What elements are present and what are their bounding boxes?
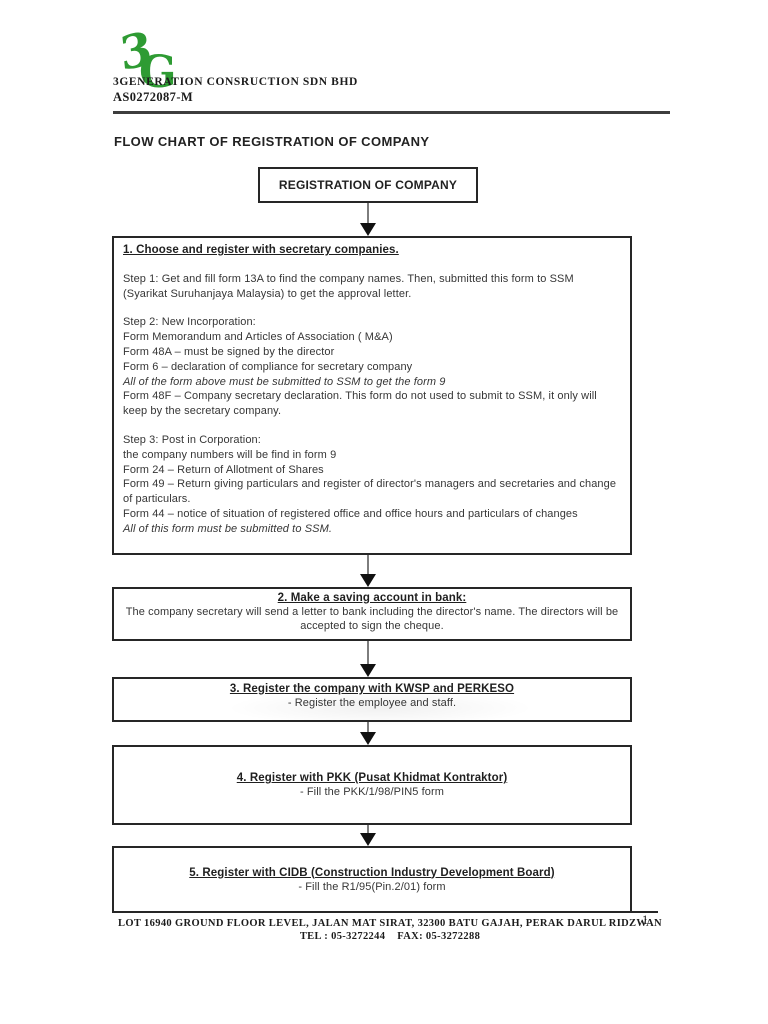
flowchart-step2-box: 2. Make a saving account in bank: The co… [112, 587, 632, 641]
company-registration-number: AS0272087-M [113, 90, 194, 104]
step1-paragraph: Step 1: Get and fill form 13A to find th… [123, 272, 574, 300]
logo-char-g: G [139, 47, 177, 98]
step2-line: Form 6 – declaration of compliance for s… [123, 360, 413, 373]
step3-heading: 3. Register the company with KWSP and PE… [229, 683, 515, 695]
flowchart-step4-box: 4. Register with PKK (Pusat Khidmat Kont… [112, 745, 632, 825]
arrow-down-icon [360, 664, 376, 677]
step2-line: Form 48F – Company secretary declaration… [123, 390, 597, 418]
flowchart-step1-box: 1. Choose and register with secretary co… [112, 236, 632, 555]
page-title: FLOW CHART OF REGISTRATION OF COMPANY [114, 134, 430, 149]
flow-connector-line [367, 203, 369, 223]
step4-heading: 4. Register with PKK (Pusat Khidmat Kont… [236, 772, 508, 784]
step2-body: The company secretary will send a letter… [125, 606, 619, 632]
flowchart-start-box: REGISTRATION OF COMPANY [258, 167, 478, 203]
step3-note-italic: All of this form must be submitted to SS… [123, 522, 332, 535]
step1-heading: 1. Choose and register with secretary co… [123, 244, 399, 256]
step3-body: - Register the employee and staff. [287, 697, 457, 709]
step5-heading: 5. Register with CIDB (Construction Indu… [189, 866, 555, 879]
flow-connector-line [367, 555, 369, 575]
step3-line: Form 44 – notice of situation of registe… [123, 507, 578, 520]
step5-body: - Fill the R1/95(Pin.2/01) form [298, 880, 446, 893]
step2-line: Form 48A – must be signed by the directo… [123, 345, 335, 358]
company-logo-3g-icon: 3 G [118, 21, 190, 104]
footer-tel-fax: TEL : 05-3272244 FAX: 05-3272288 [299, 931, 481, 942]
step3-line: Form 24 – Return of Allotment of Shares [123, 463, 324, 476]
arrow-down-icon [360, 732, 376, 745]
step4-body: - Fill the PKK/1/98/PIN5 form [299, 786, 445, 798]
arrow-down-icon [360, 223, 376, 236]
header-divider [113, 111, 670, 114]
flow-connector-line [367, 722, 369, 733]
step3-line: the company numbers will be find in form… [123, 448, 337, 461]
flowchart-step5-box: 5. Register with CIDB (Construction Indu… [112, 846, 632, 913]
page-footer: LOT 16940 GROUND FLOOR LEVEL, JALAN MAT … [34, 917, 746, 943]
footer-address: LOT 16940 GROUND FLOOR LEVEL, JALAN MAT … [118, 918, 662, 929]
flowchart-step3-box: 3. Register the company with KWSP and PE… [112, 677, 632, 722]
footer-rule-extension [632, 911, 658, 913]
flow-connector-line [367, 825, 369, 834]
step3-line: Form 49 – Return giving particulars and … [123, 478, 617, 506]
step3-label: Step 3: Post in Corporation: [123, 433, 261, 446]
flow-connector-line [367, 641, 369, 665]
company-name: 3GENERATION CONSRUCTION SDN BHD [113, 76, 358, 88]
step2-line: Form Memorandum and Articles of Associat… [123, 331, 393, 344]
page-number: 1 [642, 913, 649, 927]
step2-label: Step 2: New Incorporation: [123, 316, 256, 329]
step2-heading: 2. Make a saving account in bank: [277, 592, 467, 604]
arrow-down-icon [360, 833, 376, 846]
flowchart-start-label: REGISTRATION OF COMPANY [278, 178, 458, 192]
arrow-down-icon [360, 574, 376, 587]
step2-note-italic: All of the form above must be submitted … [123, 375, 446, 388]
